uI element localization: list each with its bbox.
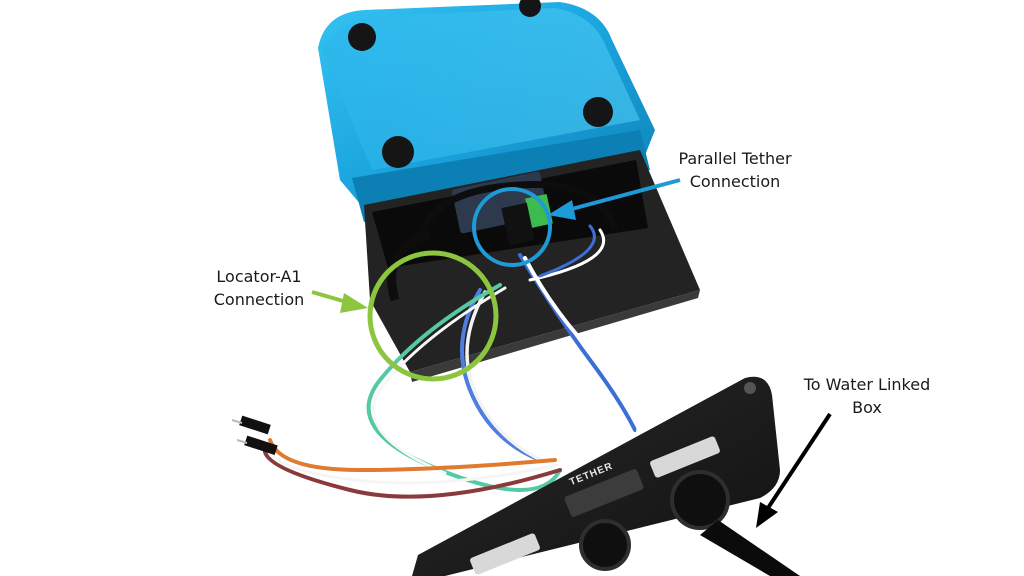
tether-arrow: [548, 178, 681, 220]
rubber-foot: [583, 97, 613, 127]
water-linked-label-line1: To Water Linked: [803, 375, 931, 394]
jumper-pins: [231, 415, 278, 456]
rubber-foot: [348, 23, 376, 51]
parallel-tether-label-line1: Parallel Tether: [678, 149, 792, 168]
water-linked-label: To Water Linked Box: [792, 373, 942, 419]
water-linked-arrow: [756, 412, 832, 528]
water-linked-label-line2: Box: [852, 398, 882, 417]
locator-arrow: [311, 290, 368, 313]
rubber-foot: [519, 0, 541, 17]
tether-callout-circle: [472, 187, 552, 267]
tether-panel: [412, 376, 800, 576]
parallel-tether-label: Parallel Tether Connection: [668, 147, 802, 193]
locator-callout-circle: [367, 250, 499, 382]
panel-connector: [670, 470, 730, 530]
panel-bolt: [744, 382, 756, 394]
rubber-foot: [382, 136, 414, 168]
wires: [263, 224, 641, 499]
locator-a1-label: Locator-A1 Connection: [200, 265, 318, 311]
parallel-tether-label-line2: Connection: [689, 172, 781, 191]
locator-a1-label-line1: Locator-A1: [216, 267, 302, 286]
panel-connector: [579, 519, 631, 571]
locator-a1-label-line2: Connection: [213, 290, 305, 309]
